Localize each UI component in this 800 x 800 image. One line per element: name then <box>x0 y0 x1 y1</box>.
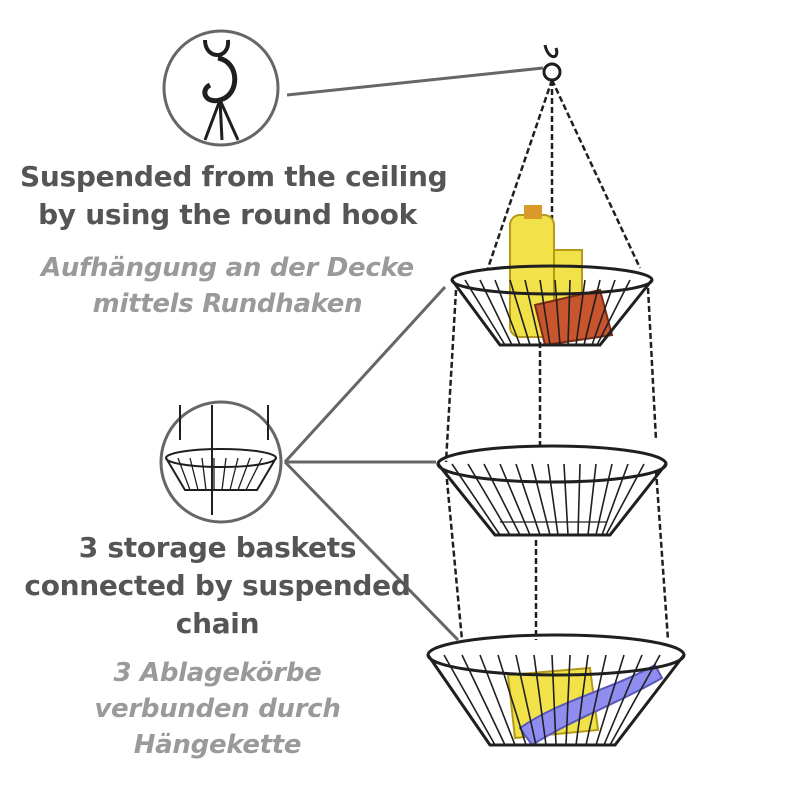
baskets-feature-de-line-3: Hängekette <box>133 730 302 760</box>
baskets-feature-text: 3 storage baskets connected by suspended… <box>20 529 415 643</box>
hook-feature-de-line-1: Aufhängung an der Decke <box>41 253 414 283</box>
hook-detail-callout <box>162 29 544 147</box>
bottom-basket <box>426 633 686 747</box>
baskets-feature-line-1: 3 storage baskets <box>78 531 357 564</box>
middle-basket <box>436 444 668 537</box>
hook-feature-line-2: by using the round hook <box>38 198 417 231</box>
chains <box>444 79 670 641</box>
hook-feature-text-de: Aufhängung an der Decke mittels Rundhake… <box>20 250 435 322</box>
top-basket <box>450 205 654 347</box>
baskets-feature-text-de: 3 Ablagekörbe verbunden durch Hängekette <box>20 655 415 763</box>
baskets-feature-line-2: connected by suspended <box>24 569 411 602</box>
hook-feature-line-1: Suspended from the ceiling <box>20 160 448 193</box>
basket-detail-callout <box>159 285 460 642</box>
hanging-hook <box>542 44 562 82</box>
baskets-feature-line-3: chain <box>175 607 260 640</box>
baskets-feature-de-line-2: verbunden durch <box>94 694 341 724</box>
baskets-feature-de-line-1: 3 Ablagekörbe <box>113 658 322 688</box>
hook-feature-text: Suspended from the ceiling by using the … <box>20 158 448 234</box>
hook-feature-de-line-2: mittels Rundhaken <box>92 289 363 319</box>
